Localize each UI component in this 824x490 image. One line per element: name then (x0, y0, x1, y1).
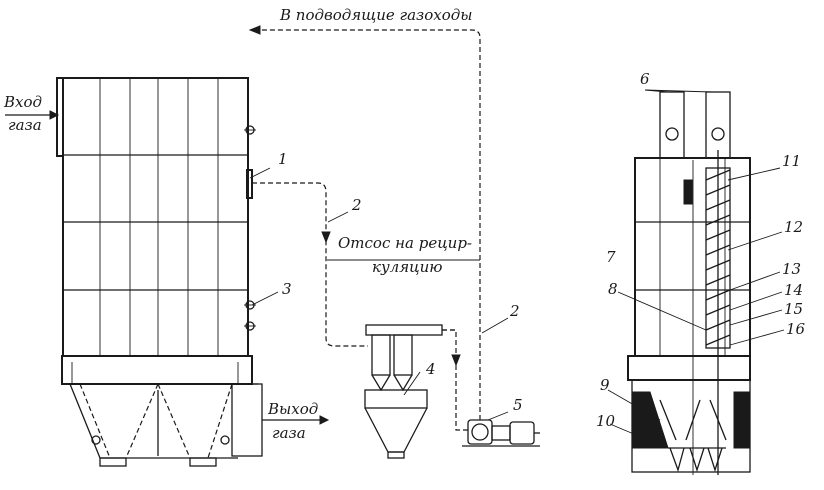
gas-outlet-label-2: газа (272, 424, 306, 442)
callout-11: 11 (782, 152, 801, 170)
callout-13: 13 (782, 260, 801, 278)
cyclone-unit (364, 324, 461, 459)
callout-2b: 2 (509, 302, 520, 320)
callout-12: 12 (784, 218, 803, 236)
recirc-label-1: Отсос на рецир- (338, 234, 472, 252)
callout-5: 5 (513, 396, 523, 414)
callout-9: 9 (600, 376, 610, 394)
callout-6: 6 (640, 70, 650, 88)
return-pipe (455, 365, 468, 431)
exhaust-pipe (248, 25, 481, 420)
gas-inlet-label-2: газа (8, 116, 42, 134)
callout-16: 16 (786, 320, 806, 338)
gas-outlet-arrow (262, 415, 330, 425)
callout-14: 14 (784, 281, 803, 299)
filter-housing (56, 77, 256, 357)
recirc-label-2: куляцию (372, 258, 442, 276)
filter-hopper (61, 355, 263, 467)
fan-unit (462, 419, 540, 447)
recirculation-pipe (252, 182, 368, 347)
section-base (627, 355, 751, 473)
gas-inlet-arrow (5, 110, 60, 120)
callout-1: 1 (278, 150, 288, 168)
top-arrow-label: В подводящие газоходы (279, 6, 472, 24)
gas-inlet-label-1: Вход (3, 93, 42, 111)
callout-15: 15 (784, 300, 803, 318)
callout-8: 8 (608, 280, 618, 298)
callout-2a: 2 (351, 196, 362, 214)
callout-7: 7 (606, 248, 616, 266)
gas-outlet-label-1: Выход (267, 400, 318, 418)
leader-lines (249, 89, 785, 441)
callout-4: 4 (425, 360, 436, 378)
callout-3: 3 (282, 280, 292, 298)
callout-10: 10 (596, 412, 616, 430)
